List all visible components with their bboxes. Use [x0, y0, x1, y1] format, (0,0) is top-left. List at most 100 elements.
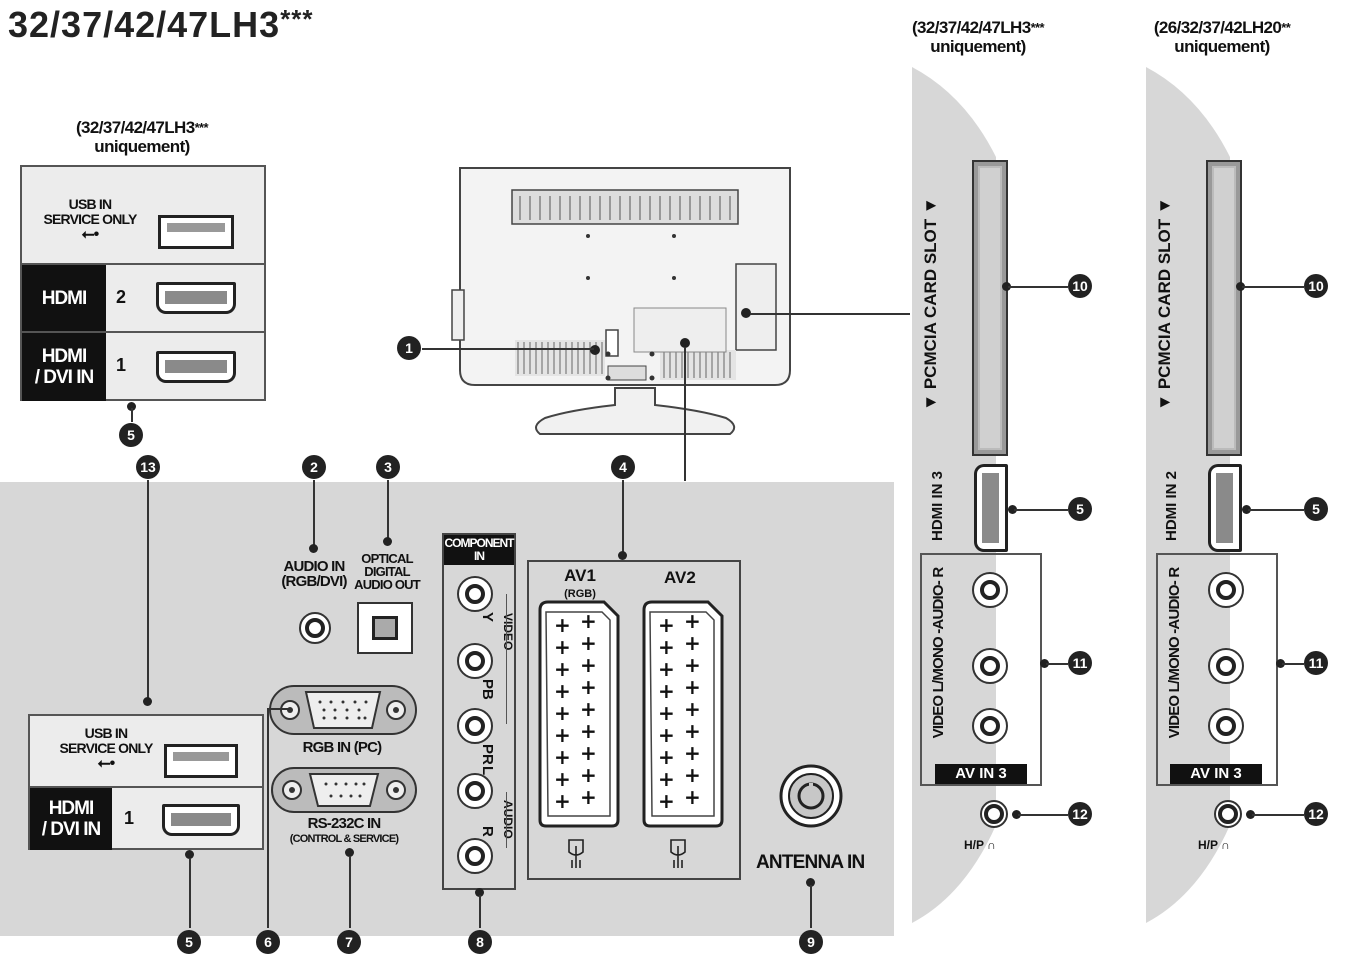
side2-video-jack[interactable] — [1208, 708, 1244, 744]
callout-dot — [309, 544, 318, 553]
callout-line — [422, 348, 594, 350]
hdmi2-side-label: HDMI IN 2 — [1163, 471, 1180, 542]
svg-text:+: + — [580, 631, 597, 655]
usb-port[interactable] — [158, 215, 234, 249]
badge-5: 5 — [177, 930, 201, 954]
svg-text:+: + — [684, 719, 701, 743]
svg-text:+: + — [554, 635, 571, 659]
badge-5: 5 — [1304, 497, 1328, 521]
antenna-label: ANTENNA IN — [756, 852, 865, 873]
pcmcia-slot-1[interactable] — [972, 160, 1008, 456]
svg-text:+: + — [580, 785, 597, 809]
main-hdmi-port[interactable] — [162, 804, 240, 836]
audio-r-jack[interactable] — [457, 838, 493, 874]
y-label: Y — [479, 612, 496, 623]
svg-text:+: + — [684, 675, 701, 699]
callout-line — [267, 708, 269, 928]
badge-8: 8 — [468, 930, 492, 954]
video-bracket — [506, 594, 507, 724]
component-y-jack[interactable] — [457, 576, 493, 612]
svg-text:+: + — [554, 767, 571, 791]
rgb-in-port[interactable] — [268, 682, 418, 738]
side2-audio-l-jack[interactable] — [1208, 648, 1244, 684]
badge-6: 6 — [256, 930, 280, 954]
badge-13: 13 — [136, 455, 160, 479]
callout-dot — [475, 888, 484, 897]
side1-av-label: VIDEO L/MONO -AUDIO- R — [930, 567, 947, 739]
callout-line — [131, 408, 133, 422]
badge-9: 9 — [799, 930, 823, 954]
callout-line — [684, 347, 686, 481]
callout-line — [147, 480, 149, 698]
side1-audio-r-jack[interactable] — [972, 572, 1008, 608]
audio-in-jack[interactable] — [299, 612, 331, 644]
svg-text:+: + — [580, 719, 597, 743]
callout-dot — [383, 537, 392, 546]
side2-av-label: VIDEO L/MONO -AUDIO- R — [1166, 567, 1183, 739]
av1-label: AV1(RGB) — [564, 566, 596, 600]
callout-line — [1018, 814, 1068, 816]
badge-12: 12 — [1068, 802, 1092, 826]
headphone-jack-2[interactable] — [1214, 800, 1242, 828]
callout-line — [1046, 663, 1068, 665]
hdmi1-row: HDMI/ DVI IN 1 — [22, 331, 264, 401]
audio-bracket — [506, 792, 507, 848]
callout-line — [1014, 509, 1068, 511]
side1-audio-l-jack[interactable] — [972, 648, 1008, 684]
badge-11: 11 — [1068, 651, 1092, 675]
side2-audio-r-jack[interactable] — [1208, 572, 1244, 608]
callout-line — [1242, 286, 1304, 288]
callout-dot — [1012, 810, 1021, 819]
hdmi2-side-port[interactable] — [1208, 464, 1242, 552]
svg-text:+: + — [658, 767, 675, 791]
svg-text:+: + — [580, 675, 597, 699]
badge-12: 12 — [1304, 802, 1328, 826]
usb-icon: ⭠• — [97, 755, 116, 772]
hdmi2-row: HDMI 2 — [22, 263, 264, 331]
hdmi1-port[interactable] — [156, 351, 236, 383]
audio-label: AUDIO — [501, 800, 515, 839]
svg-text:+: + — [554, 679, 571, 703]
callout-line — [1282, 663, 1304, 665]
callout-line — [189, 858, 191, 928]
rs232-port[interactable] — [270, 764, 418, 816]
antenna-port[interactable] — [778, 763, 844, 829]
hdmi3-port[interactable] — [974, 464, 1008, 552]
callout-dot — [127, 402, 136, 411]
callout-line — [387, 480, 389, 540]
av2-label: AV2 — [664, 568, 696, 587]
av1-scart-port[interactable]: ++++ ++++ ++++ ++++ ++ — [532, 598, 622, 830]
badge-4: 4 — [611, 455, 635, 479]
component-pb-jack[interactable] — [457, 643, 493, 679]
svg-text:+: + — [580, 697, 597, 721]
svg-text:+: + — [658, 613, 675, 637]
main-usb-port[interactable] — [164, 744, 238, 778]
headphone-jack-1[interactable] — [980, 800, 1008, 828]
callout-line — [349, 856, 351, 928]
hdmi-dvi-label: HDMI/ DVI IN — [22, 333, 106, 401]
ground-icon — [670, 839, 686, 868]
callout-dot — [1236, 282, 1245, 291]
hdmi-dvi-num: 1 — [116, 355, 127, 375]
hp-label-1: H/P ∩ — [964, 838, 996, 852]
svg-text:+: + — [658, 701, 675, 725]
hdmi2-port[interactable] — [156, 282, 236, 314]
svg-text:+: + — [658, 679, 675, 703]
side1-video-jack[interactable] — [972, 708, 1008, 744]
svg-text:+: + — [554, 701, 571, 725]
callout-dot — [1002, 282, 1011, 291]
audio-in-label: AUDIO IN(RGB/DVI) — [281, 558, 347, 590]
callout-line — [1248, 509, 1304, 511]
svg-text:+: + — [684, 741, 701, 765]
audio-l-jack[interactable] — [457, 773, 493, 809]
callout-dot — [1040, 659, 1049, 668]
component-pr-jack[interactable] — [457, 708, 493, 744]
av2-scart-port[interactable]: ++++ ++++ ++++ ++++ ++ — [636, 598, 726, 830]
badge-10: 10 — [1304, 274, 1328, 298]
optical-port[interactable] — [357, 602, 413, 654]
pcmcia-slot-2[interactable] — [1206, 160, 1242, 456]
pr-label: PR — [479, 744, 496, 765]
